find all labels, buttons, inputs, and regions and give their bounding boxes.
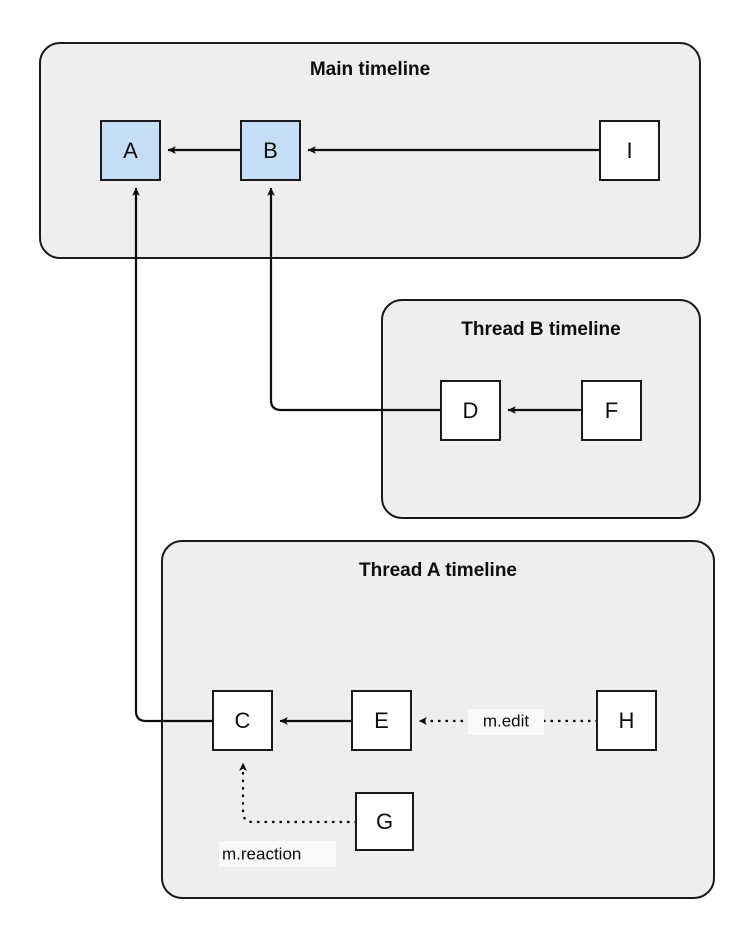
node-b[interactable]: B xyxy=(240,120,301,181)
node-e-label: E xyxy=(374,708,389,733)
group-main-timeline-title: Main timeline xyxy=(310,59,430,80)
node-i-box xyxy=(599,120,660,181)
group-thread-a-timeline-box xyxy=(161,540,715,899)
node-i[interactable]: I xyxy=(599,120,660,181)
nodes: A B I D F C E xyxy=(100,120,660,851)
edge-label-m-edit: m.edit xyxy=(468,709,544,735)
node-e-box xyxy=(351,690,412,751)
node-g[interactable]: G xyxy=(355,792,414,851)
edge-label-m-edit-background xyxy=(468,709,544,735)
node-h-box xyxy=(596,690,657,751)
node-c-label: C xyxy=(235,708,251,733)
node-c-box xyxy=(212,690,273,751)
node-f-box xyxy=(581,380,642,441)
edge-g-to-c-m-reaction[interactable] xyxy=(239,761,358,824)
edge-c-to-a[interactable] xyxy=(132,187,213,723)
node-a[interactable]: A xyxy=(100,120,161,181)
node-c[interactable]: C xyxy=(212,690,273,751)
node-d-box xyxy=(440,380,501,441)
edge-label-m-reaction: m.reaction xyxy=(219,841,336,867)
node-i-label: I xyxy=(626,138,632,163)
edge-label-m-reaction-text: m.reaction xyxy=(222,844,301,863)
edge-labels: m.edit m.reaction xyxy=(219,709,544,867)
node-d[interactable]: D xyxy=(440,380,501,441)
edge-label-m-reaction-background xyxy=(219,841,336,867)
node-h[interactable]: H xyxy=(596,690,657,751)
node-g-box xyxy=(355,792,414,851)
node-g-label: G xyxy=(376,809,393,834)
node-f[interactable]: F xyxy=(581,380,642,441)
group-containers: Main timeline Thread B timeline Thread A… xyxy=(39,42,715,899)
node-b-label: B xyxy=(263,138,278,163)
node-d-label: D xyxy=(463,398,479,423)
edge-label-m-edit-text: m.edit xyxy=(483,711,530,730)
node-e[interactable]: E xyxy=(351,690,412,751)
node-a-label: A xyxy=(123,138,138,163)
node-a-box xyxy=(100,120,161,181)
node-h-label: H xyxy=(619,708,635,733)
edge-d-to-b[interactable] xyxy=(267,187,441,412)
group-thread-a-timeline[interactable]: Thread A timeline xyxy=(161,540,715,899)
node-b-box xyxy=(240,120,301,181)
node-f-label: F xyxy=(605,398,618,423)
group-thread-a-timeline-title: Thread A timeline xyxy=(359,560,517,581)
group-thread-b-timeline-title: Thread B timeline xyxy=(461,319,620,340)
